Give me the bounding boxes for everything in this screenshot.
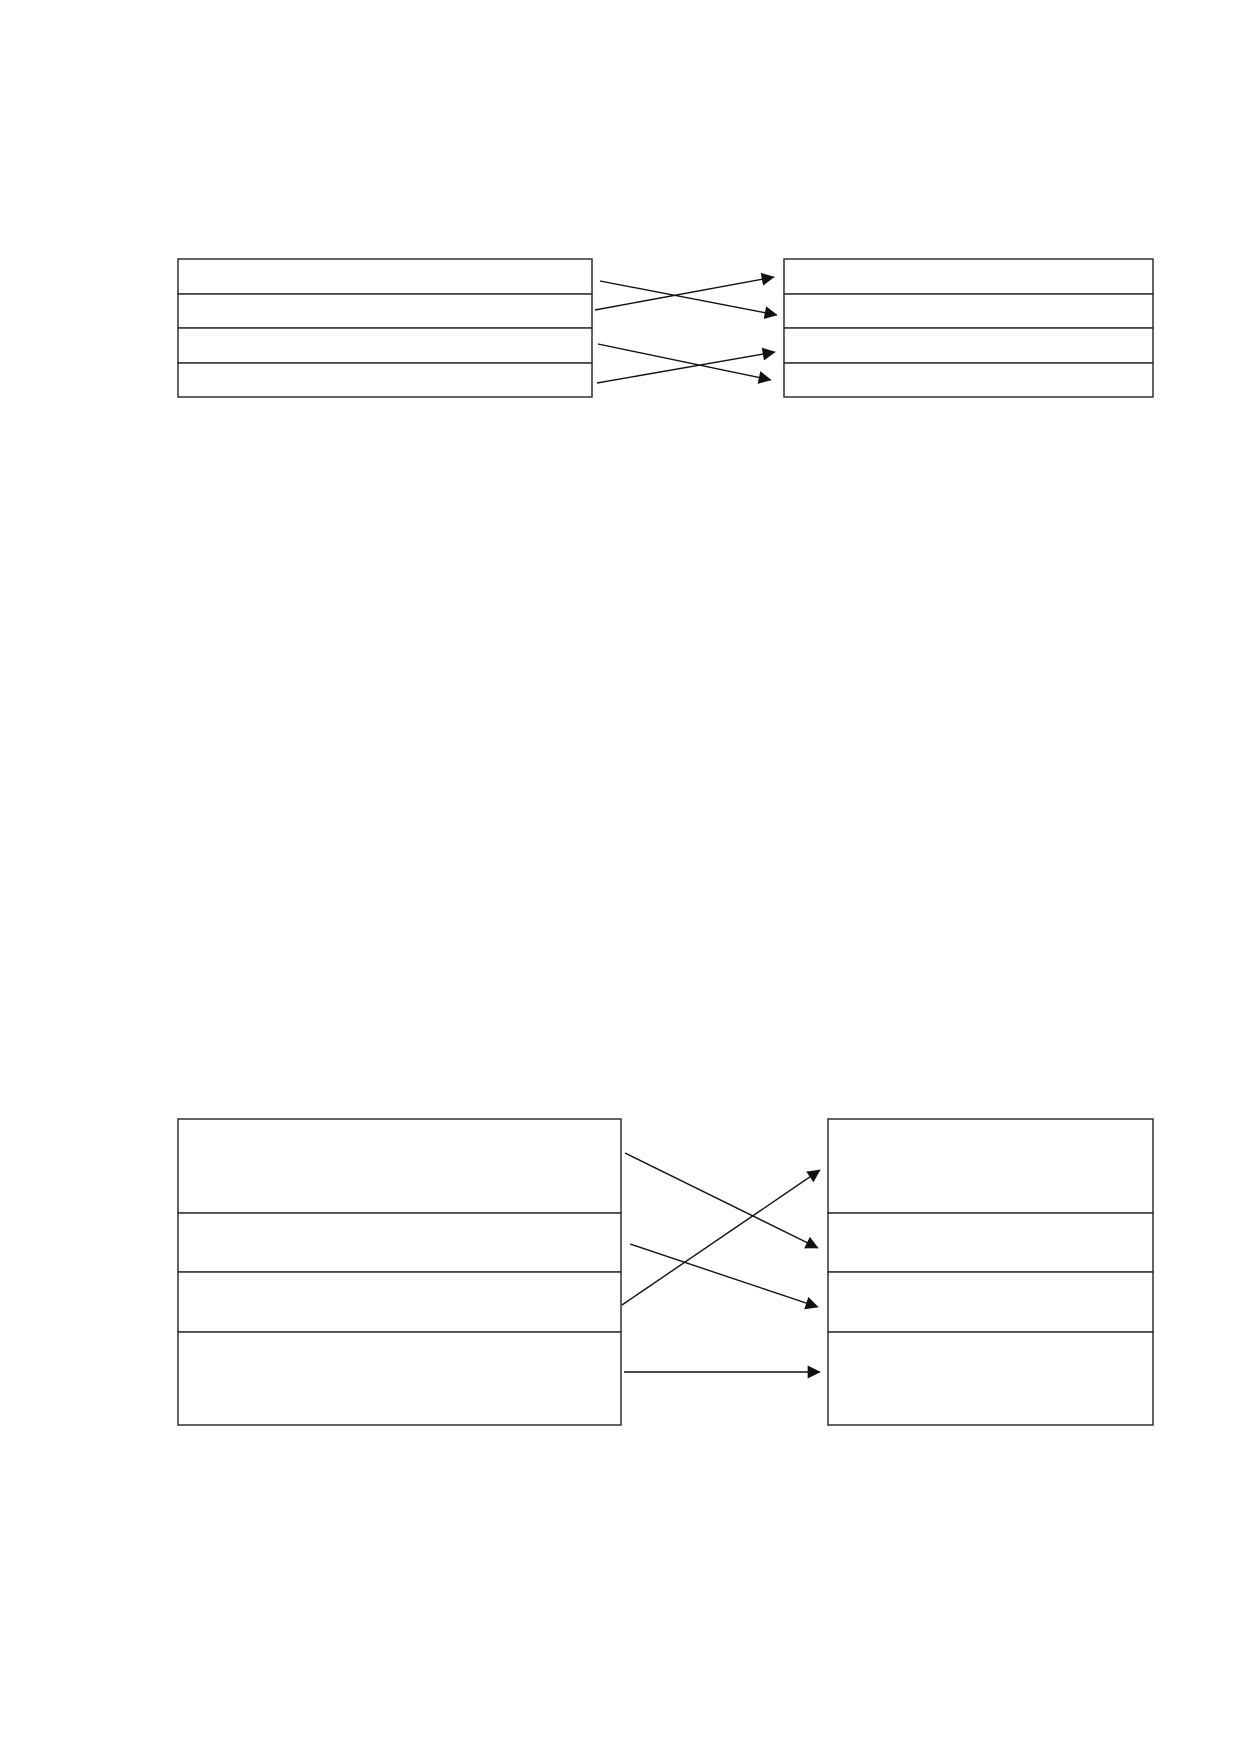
arrow-1-left1-to-right2: [599, 280, 778, 320]
right-cell-1-4: [783, 362, 1154, 398]
right-cell-1-2: [783, 293, 1154, 329]
arrow-1-left4-to-right3: [596, 347, 776, 384]
mapping-diagram-1: [177, 258, 1154, 398]
left-cell-1-1: [177, 258, 593, 295]
left-cell-2-3: [177, 1271, 622, 1333]
left-cell-1-3: [177, 327, 593, 364]
right-cell-1-1: [783, 258, 1154, 295]
connectors-2: [621, 1152, 821, 1379]
right-column-1: [783, 258, 1154, 398]
arrow-2-left3-to-right1: [621, 1169, 821, 1306]
left-cell-2-4: [177, 1331, 622, 1426]
right-cell-2-2: [827, 1212, 1154, 1273]
right-cell-2-4: [827, 1331, 1154, 1426]
left-cell-2-1: [177, 1118, 622, 1214]
arrow-2-left1-to-right2: [624, 1152, 819, 1249]
left-column-2: [177, 1118, 622, 1426]
left-cell-1-2: [177, 293, 593, 329]
left-column-1: [177, 258, 593, 398]
arrow-1-left3-to-right4: [597, 343, 772, 384]
right-cell-2-3: [827, 1271, 1154, 1333]
arrow-2-left2-to-right3: [629, 1243, 819, 1310]
arrow-1-left2-to-right1: [594, 272, 775, 311]
right-cell-2-1: [827, 1118, 1154, 1214]
right-cell-1-3: [783, 327, 1154, 364]
left-cell-1-4: [177, 362, 593, 398]
connectors-1: [594, 272, 778, 384]
right-column-2: [827, 1118, 1154, 1426]
left-cell-2-2: [177, 1212, 622, 1273]
mapping-diagram-2: [177, 1118, 1154, 1426]
